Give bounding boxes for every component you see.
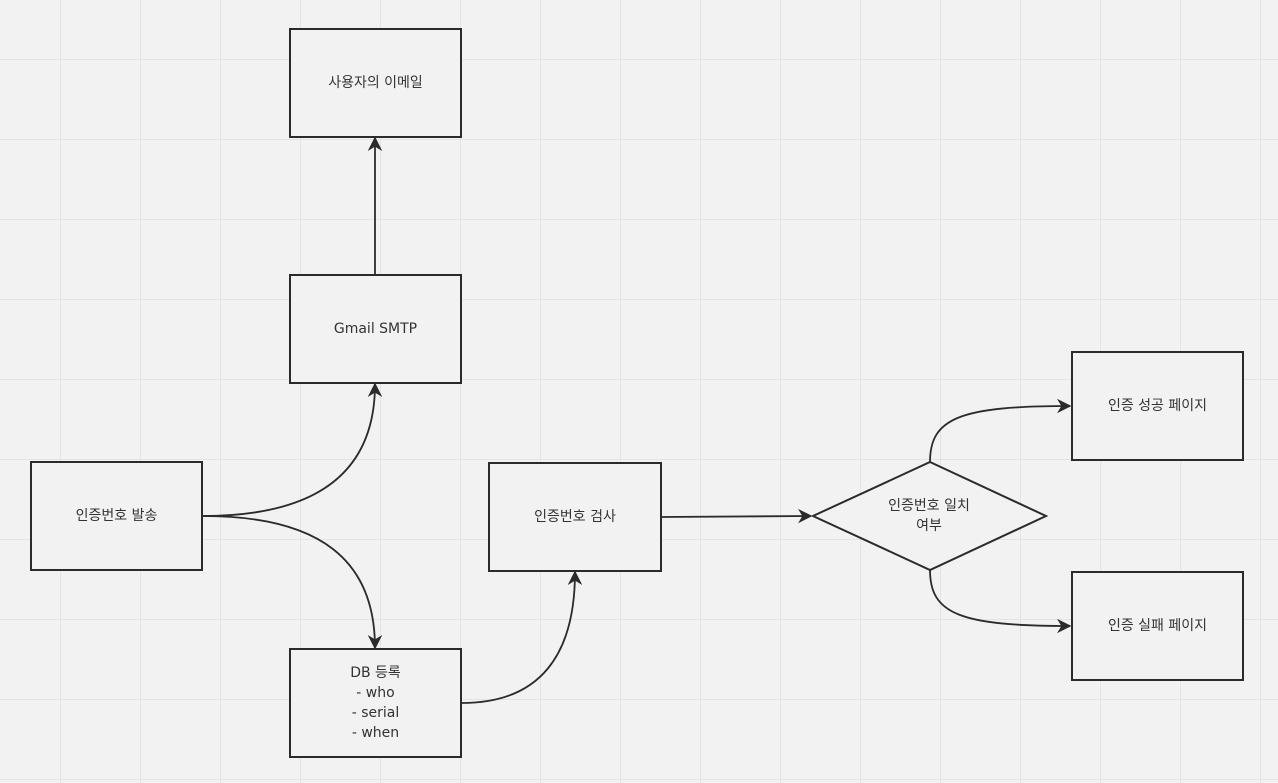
node-success-page[interactable]: 인증 성공 페이지: [1071, 351, 1244, 461]
node-user-email-label: 사용자의 이메일: [328, 75, 423, 91]
node-success-page-label: 인증 성공 페이지: [1107, 398, 1208, 414]
node-gmail-smtp[interactable]: Gmail SMTP: [289, 274, 462, 384]
edge-db-to-check[interactable]: [461, 570, 583, 704]
node-fail-page-label: 인증 실패 페이지: [1107, 618, 1208, 634]
edge-decision-to-fail[interactable]: [929, 569, 1072, 634]
edge-check-to-decision[interactable]: [660, 508, 813, 524]
node-send-code-label: 인증번호 발송: [75, 508, 158, 524]
node-send-code[interactable]: 인증번호 발송: [30, 461, 203, 571]
node-user-email[interactable]: 사용자의 이메일: [289, 28, 462, 138]
node-gmail-smtp-label: Gmail SMTP: [333, 321, 418, 337]
node-fail-page[interactable]: 인증 실패 페이지: [1071, 571, 1244, 681]
node-check-code-label: 인증번호 검사: [534, 509, 616, 525]
decision-diamond[interactable]: [810, 460, 1049, 572]
node-check-code[interactable]: 인증번호 검사: [488, 462, 662, 572]
node-db-register[interactable]: DB 등록 - who - serial - when: [289, 648, 462, 758]
edge-send-to-smtp[interactable]: [202, 382, 383, 517]
node-db-register-label: DB 등록 - who - serial - when: [350, 665, 401, 741]
edge-send-to-db[interactable]: [202, 515, 383, 650]
edge-decision-to-success[interactable]: [929, 398, 1072, 463]
